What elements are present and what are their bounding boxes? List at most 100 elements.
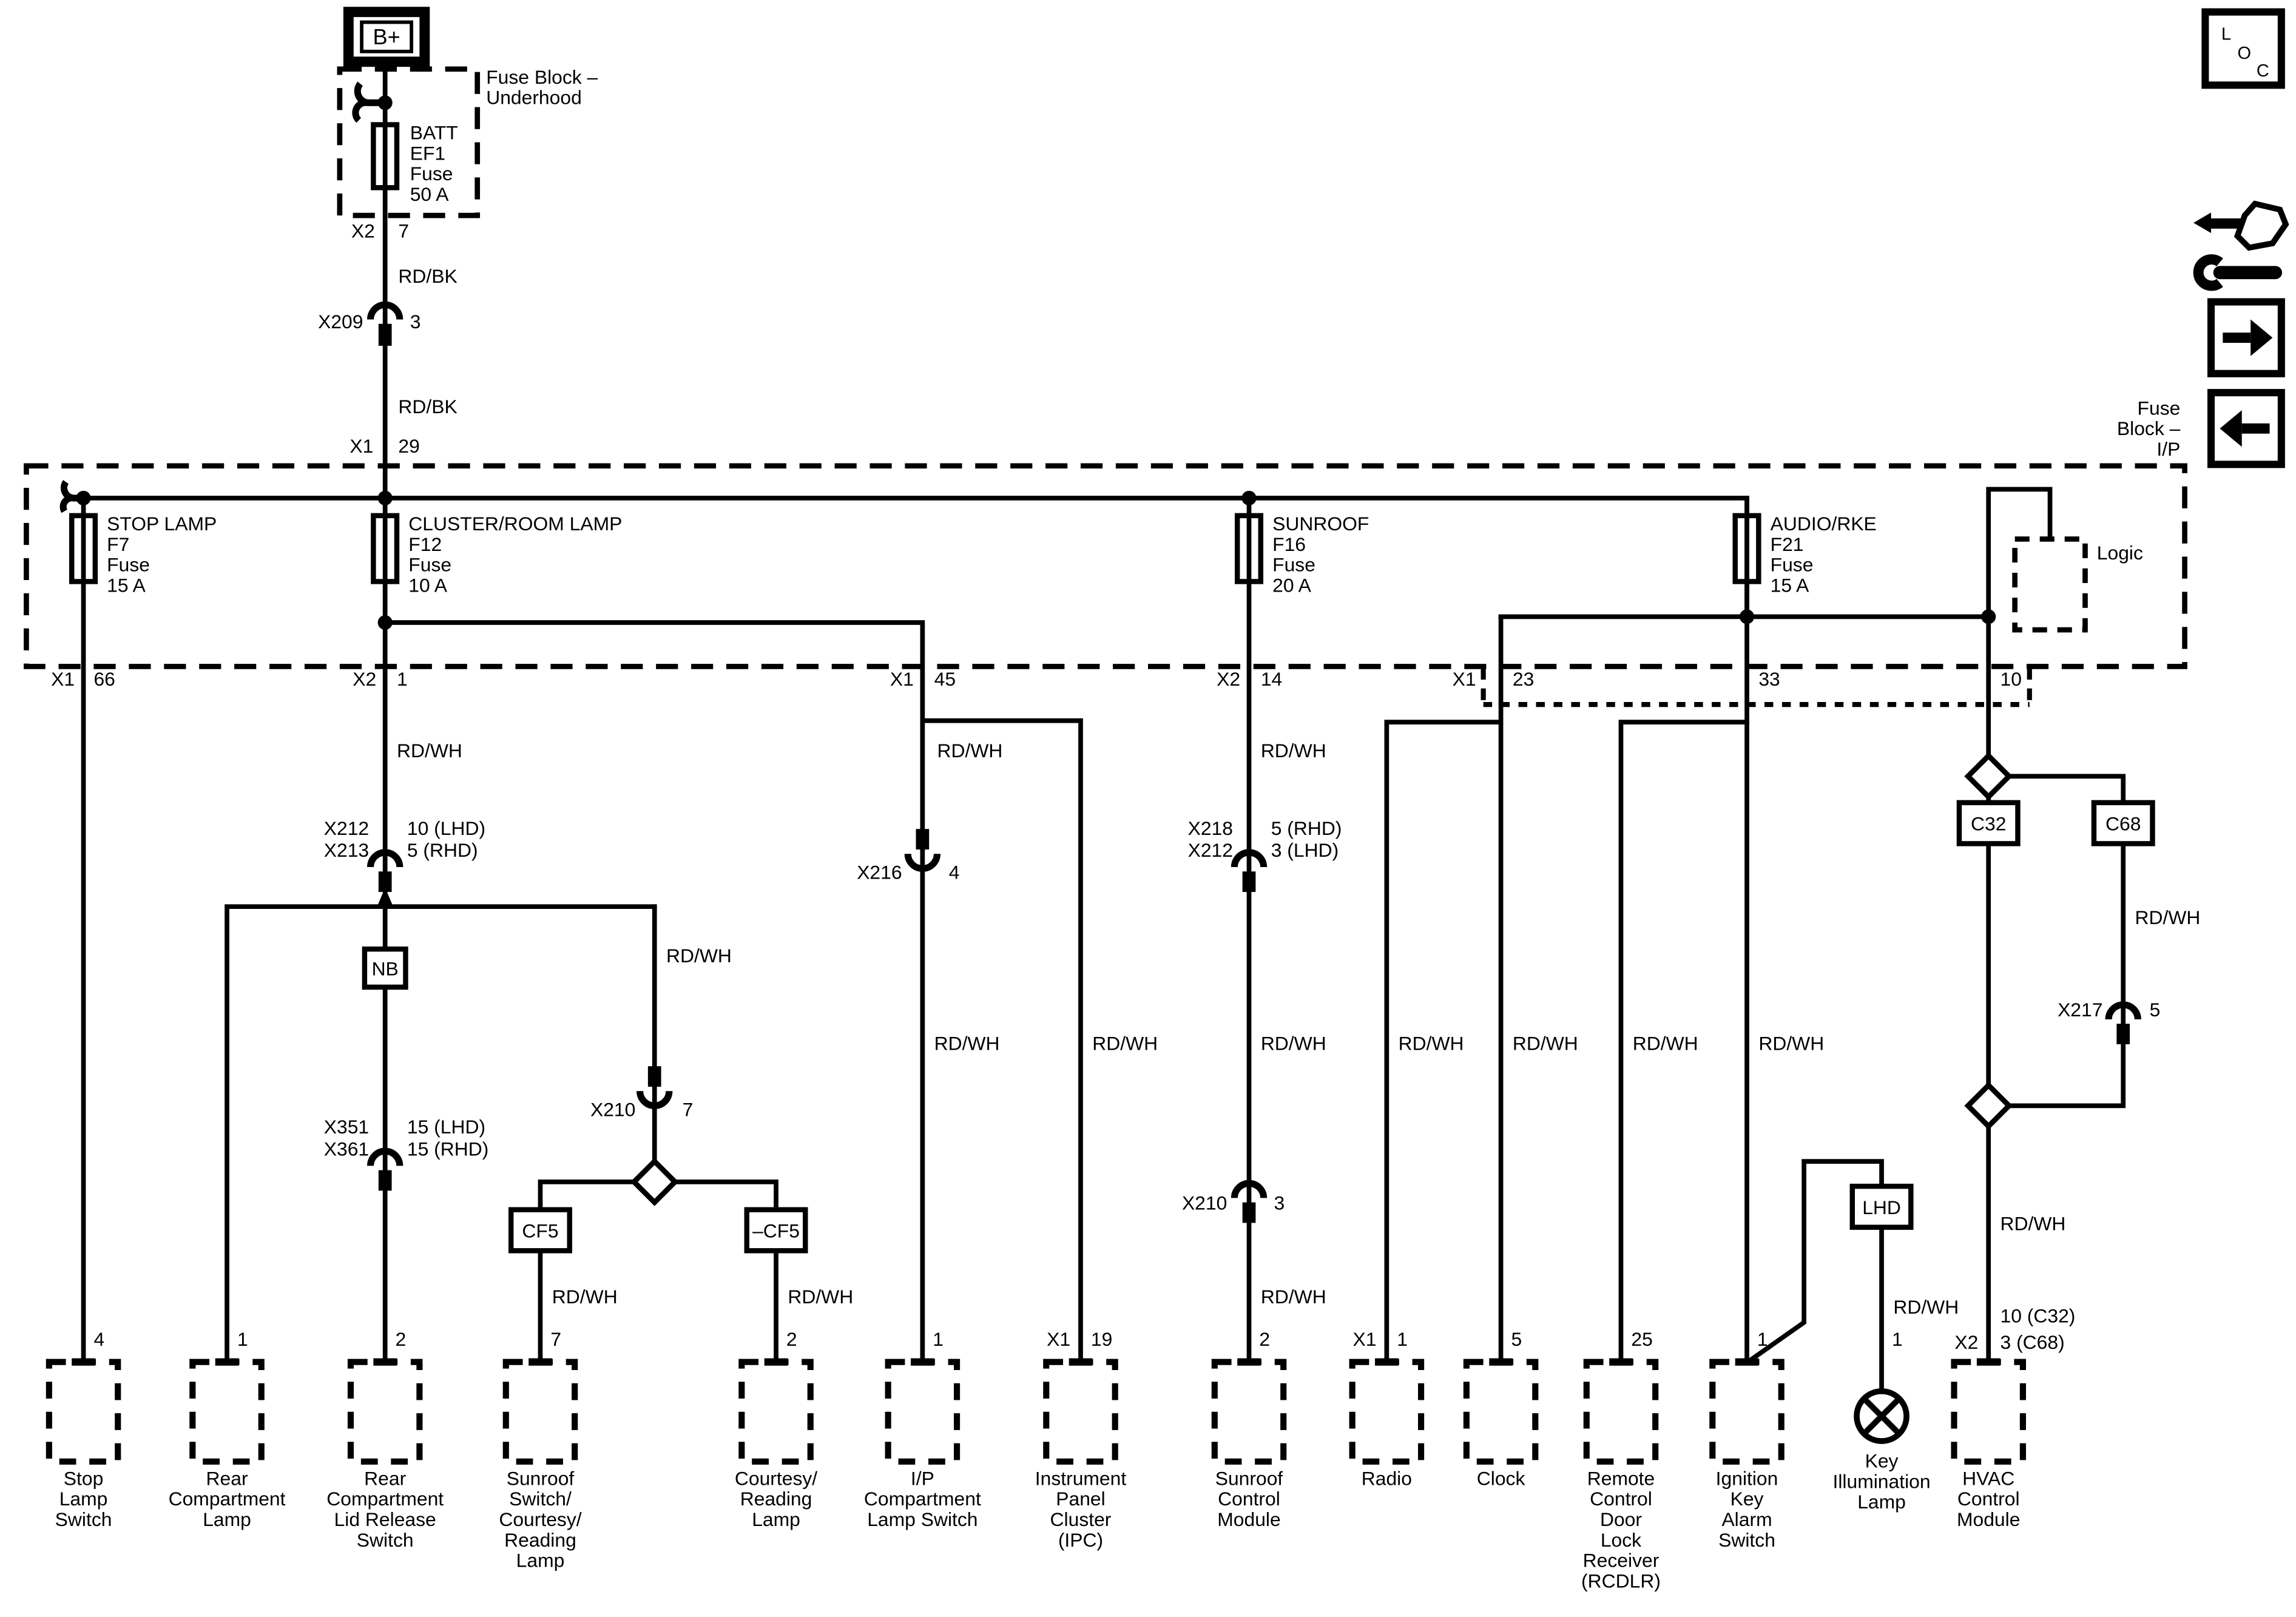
wire-ipc — [920, 718, 1083, 1365]
component-name-line: Receiver — [1583, 1550, 1660, 1571]
ip-title-1: Fuse — [2138, 397, 2181, 419]
x1group-pin23: 23 — [1513, 668, 1534, 690]
x218-row1: X218 — [1188, 817, 1233, 839]
wire-ip-bus — [81, 496, 1749, 619]
x216-name: X216 — [857, 861, 902, 883]
component-name-line: Sunroof — [1215, 1467, 1283, 1489]
component-stop-lamp-switch: 4 Stop Lamp Switch — [46, 1328, 121, 1530]
cf5-label: CF5 — [522, 1220, 558, 1242]
wrench-head — [2193, 254, 2223, 291]
component-box — [347, 1359, 423, 1465]
wire-color-label: RD/BK — [398, 265, 457, 287]
component-name-line: Lamp — [59, 1488, 108, 1510]
fuse-f21: AUDIO/RKE F21 Fuse 15 A — [1732, 513, 1877, 596]
f7-exit-pin: 66 — [93, 668, 115, 690]
ip-entry-conn: X1 — [349, 435, 373, 457]
connector-pin-icon — [916, 829, 930, 850]
prev-page-button[interactable] — [2207, 389, 2285, 468]
key-illumination-lamp-icon — [1854, 1388, 1909, 1444]
inline-connector-x210-7: X210 7 — [590, 1066, 693, 1120]
lhd-box — [1849, 1183, 1914, 1230]
lhd-label: LHD — [1862, 1197, 1901, 1218]
component-name-line: Rear — [206, 1467, 248, 1489]
splice-minus-cf5: –CF5 — [744, 1207, 808, 1254]
junction-dot — [1241, 490, 1257, 505]
vehicle-wrench-icon[interactable] — [2193, 200, 2289, 291]
pin-number: 5 — [1511, 1328, 1522, 1350]
pin-number-c32: 10 (C32) — [2001, 1305, 2076, 1327]
minus-cf5-box — [744, 1207, 808, 1254]
component-name-line: (IPC) — [1058, 1529, 1103, 1551]
f16-exit-conn: X2 — [1217, 668, 1240, 690]
x217-pin: 5 — [2150, 999, 2161, 1021]
f7-kind: Fuse — [107, 554, 150, 576]
pin-number: 1 — [237, 1328, 248, 1350]
fuse-ef1-kind: Fuse — [410, 163, 453, 184]
f7-name: STOP LAMP — [107, 513, 217, 535]
wire-key-lamp — [1746, 1159, 1884, 1394]
f16-kind: Fuse — [1272, 554, 1315, 576]
next-page-button[interactable] — [2207, 298, 2285, 377]
pin-number: 7 — [550, 1328, 561, 1350]
wire-color-label: RD/WH — [1893, 1296, 1959, 1318]
connector-arc-icon — [367, 849, 403, 868]
component-name-line: Switch — [1718, 1529, 1775, 1551]
left-arrow-icon — [2241, 423, 2270, 434]
component-name-line: Clock — [1477, 1467, 1525, 1489]
wire-color-label: RD/WH — [1399, 1033, 1464, 1055]
loc-letter-l: L — [2221, 25, 2231, 44]
x212-row1: X212 — [324, 817, 369, 839]
c32-box — [1956, 800, 2021, 846]
component-name-line: Remote — [1587, 1467, 1655, 1489]
component-name-line: Switch — [357, 1529, 414, 1551]
x210b-pin: 3 — [1274, 1192, 1285, 1214]
x209-pin: 3 — [410, 311, 421, 333]
component-radio: X1 1 Radio — [1349, 1328, 1425, 1489]
fuse-icon-f12 — [371, 513, 400, 584]
junction-dots — [76, 95, 1996, 630]
x212-pin2: 5 (RHD) — [407, 839, 478, 861]
component-name-line: Compartment — [169, 1488, 286, 1510]
c68-label: C68 — [2105, 813, 2141, 835]
component-box — [885, 1359, 961, 1465]
underhood-box — [337, 66, 481, 218]
junction-dot — [1981, 609, 1996, 624]
component-name-line: Cluster — [1050, 1508, 1112, 1530]
x218-row2: X212 — [1188, 839, 1233, 861]
battery-feed: B+ — [343, 7, 430, 67]
inline-connector-x212-x213: X212 X213 10 (LHD) 5 (RHD) — [324, 817, 485, 907]
connector-pin-icon — [1242, 1202, 1256, 1223]
loc-box[interactable] — [2201, 8, 2285, 89]
x218-pin2: 3 (LHD) — [1271, 839, 1339, 861]
component-name-line: Control — [1957, 1488, 2020, 1510]
component-name-line: Control — [1218, 1488, 1280, 1510]
component-name-line: Key — [1730, 1488, 1764, 1510]
component-name-line: Courtesy/ — [735, 1467, 817, 1489]
wire-color-label: RD/WH — [2001, 1213, 2066, 1235]
pin-number: 4 — [93, 1328, 104, 1350]
connector-pin-icon — [378, 1170, 392, 1191]
component-name-line: Stop — [64, 1467, 104, 1489]
underhood-fuse-block: Fuse Block – Underhood BATT EF1 Fuse 50 … — [337, 66, 598, 241]
component-name-line: Instrument — [1035, 1467, 1127, 1489]
connector-pin-icon — [647, 1066, 661, 1087]
stub-hook-underhood — [352, 81, 385, 123]
f12-exit-pin: 1 — [397, 668, 408, 690]
pin-number: 2 — [786, 1328, 797, 1350]
connector-pin-icon — [378, 871, 392, 893]
fuse-icon-ef1 — [371, 122, 400, 191]
underhood-title-1: Fuse Block – — [486, 66, 598, 88]
connector-arc-icon — [636, 1090, 673, 1109]
wire-pin45 — [382, 620, 925, 1365]
wire-color-label: RD/WH — [937, 740, 1002, 761]
component-rear-compartment-lamp: 1 Rear Compartment Lamp — [169, 1328, 286, 1530]
component-name-line: Lamp Switch — [867, 1508, 977, 1530]
loc-button[interactable]: L O C — [2201, 8, 2285, 89]
connector-c68: C68 — [2091, 800, 2155, 846]
pin-number: 1 — [1892, 1328, 1903, 1350]
component-box — [1463, 1359, 1539, 1465]
x1group-pin33: 33 — [1758, 668, 1780, 690]
component-name-line: Module — [1957, 1508, 2020, 1530]
pin-conn: X1 — [1353, 1328, 1377, 1350]
